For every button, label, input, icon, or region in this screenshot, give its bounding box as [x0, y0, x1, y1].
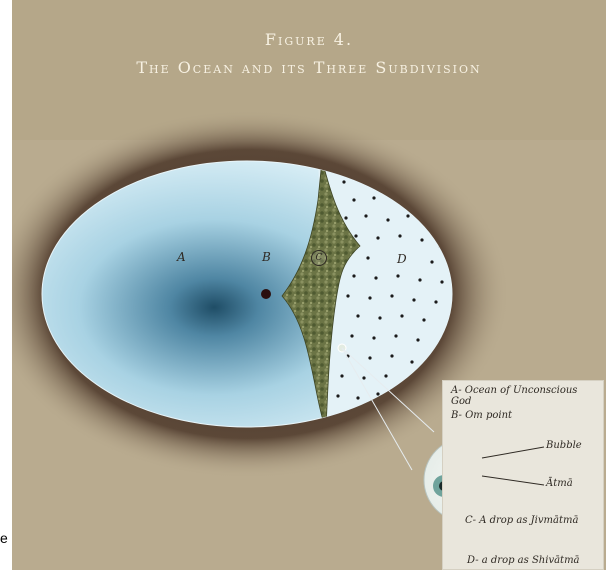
leader-line-top [341, 347, 435, 433]
legend-panel: A- Ocean of Unconscious God B- Om point … [442, 380, 604, 570]
margin-glyph: e [0, 530, 8, 546]
om-point [261, 289, 271, 299]
figure-page: Figure 4. The Ocean and its Three Subdiv… [12, 0, 606, 570]
legend-item-c: C- A drop as Jivmātmā [465, 515, 579, 526]
figure-title: The Ocean and its Three Subdivision [136, 58, 482, 77]
legend-item-b: B- Om point [451, 410, 513, 421]
region-d-label: D [397, 252, 407, 266]
region-a-label: A [177, 250, 186, 264]
region-b-label: B [262, 250, 271, 264]
legend-item-d: D- a drop as Shivātmā [467, 555, 580, 566]
region-c-wedge [281, 161, 361, 427]
atma-label: Ātmā [546, 478, 573, 489]
leader-line-bottom [341, 347, 413, 471]
figure-number: Figure 4. [264, 30, 354, 49]
legend-item-a: A- Ocean of Unconscious God [451, 385, 578, 407]
ocean-diagram [12, 0, 606, 570]
bubble-label: Bubble [546, 440, 582, 451]
region-c-label: C [311, 250, 327, 266]
